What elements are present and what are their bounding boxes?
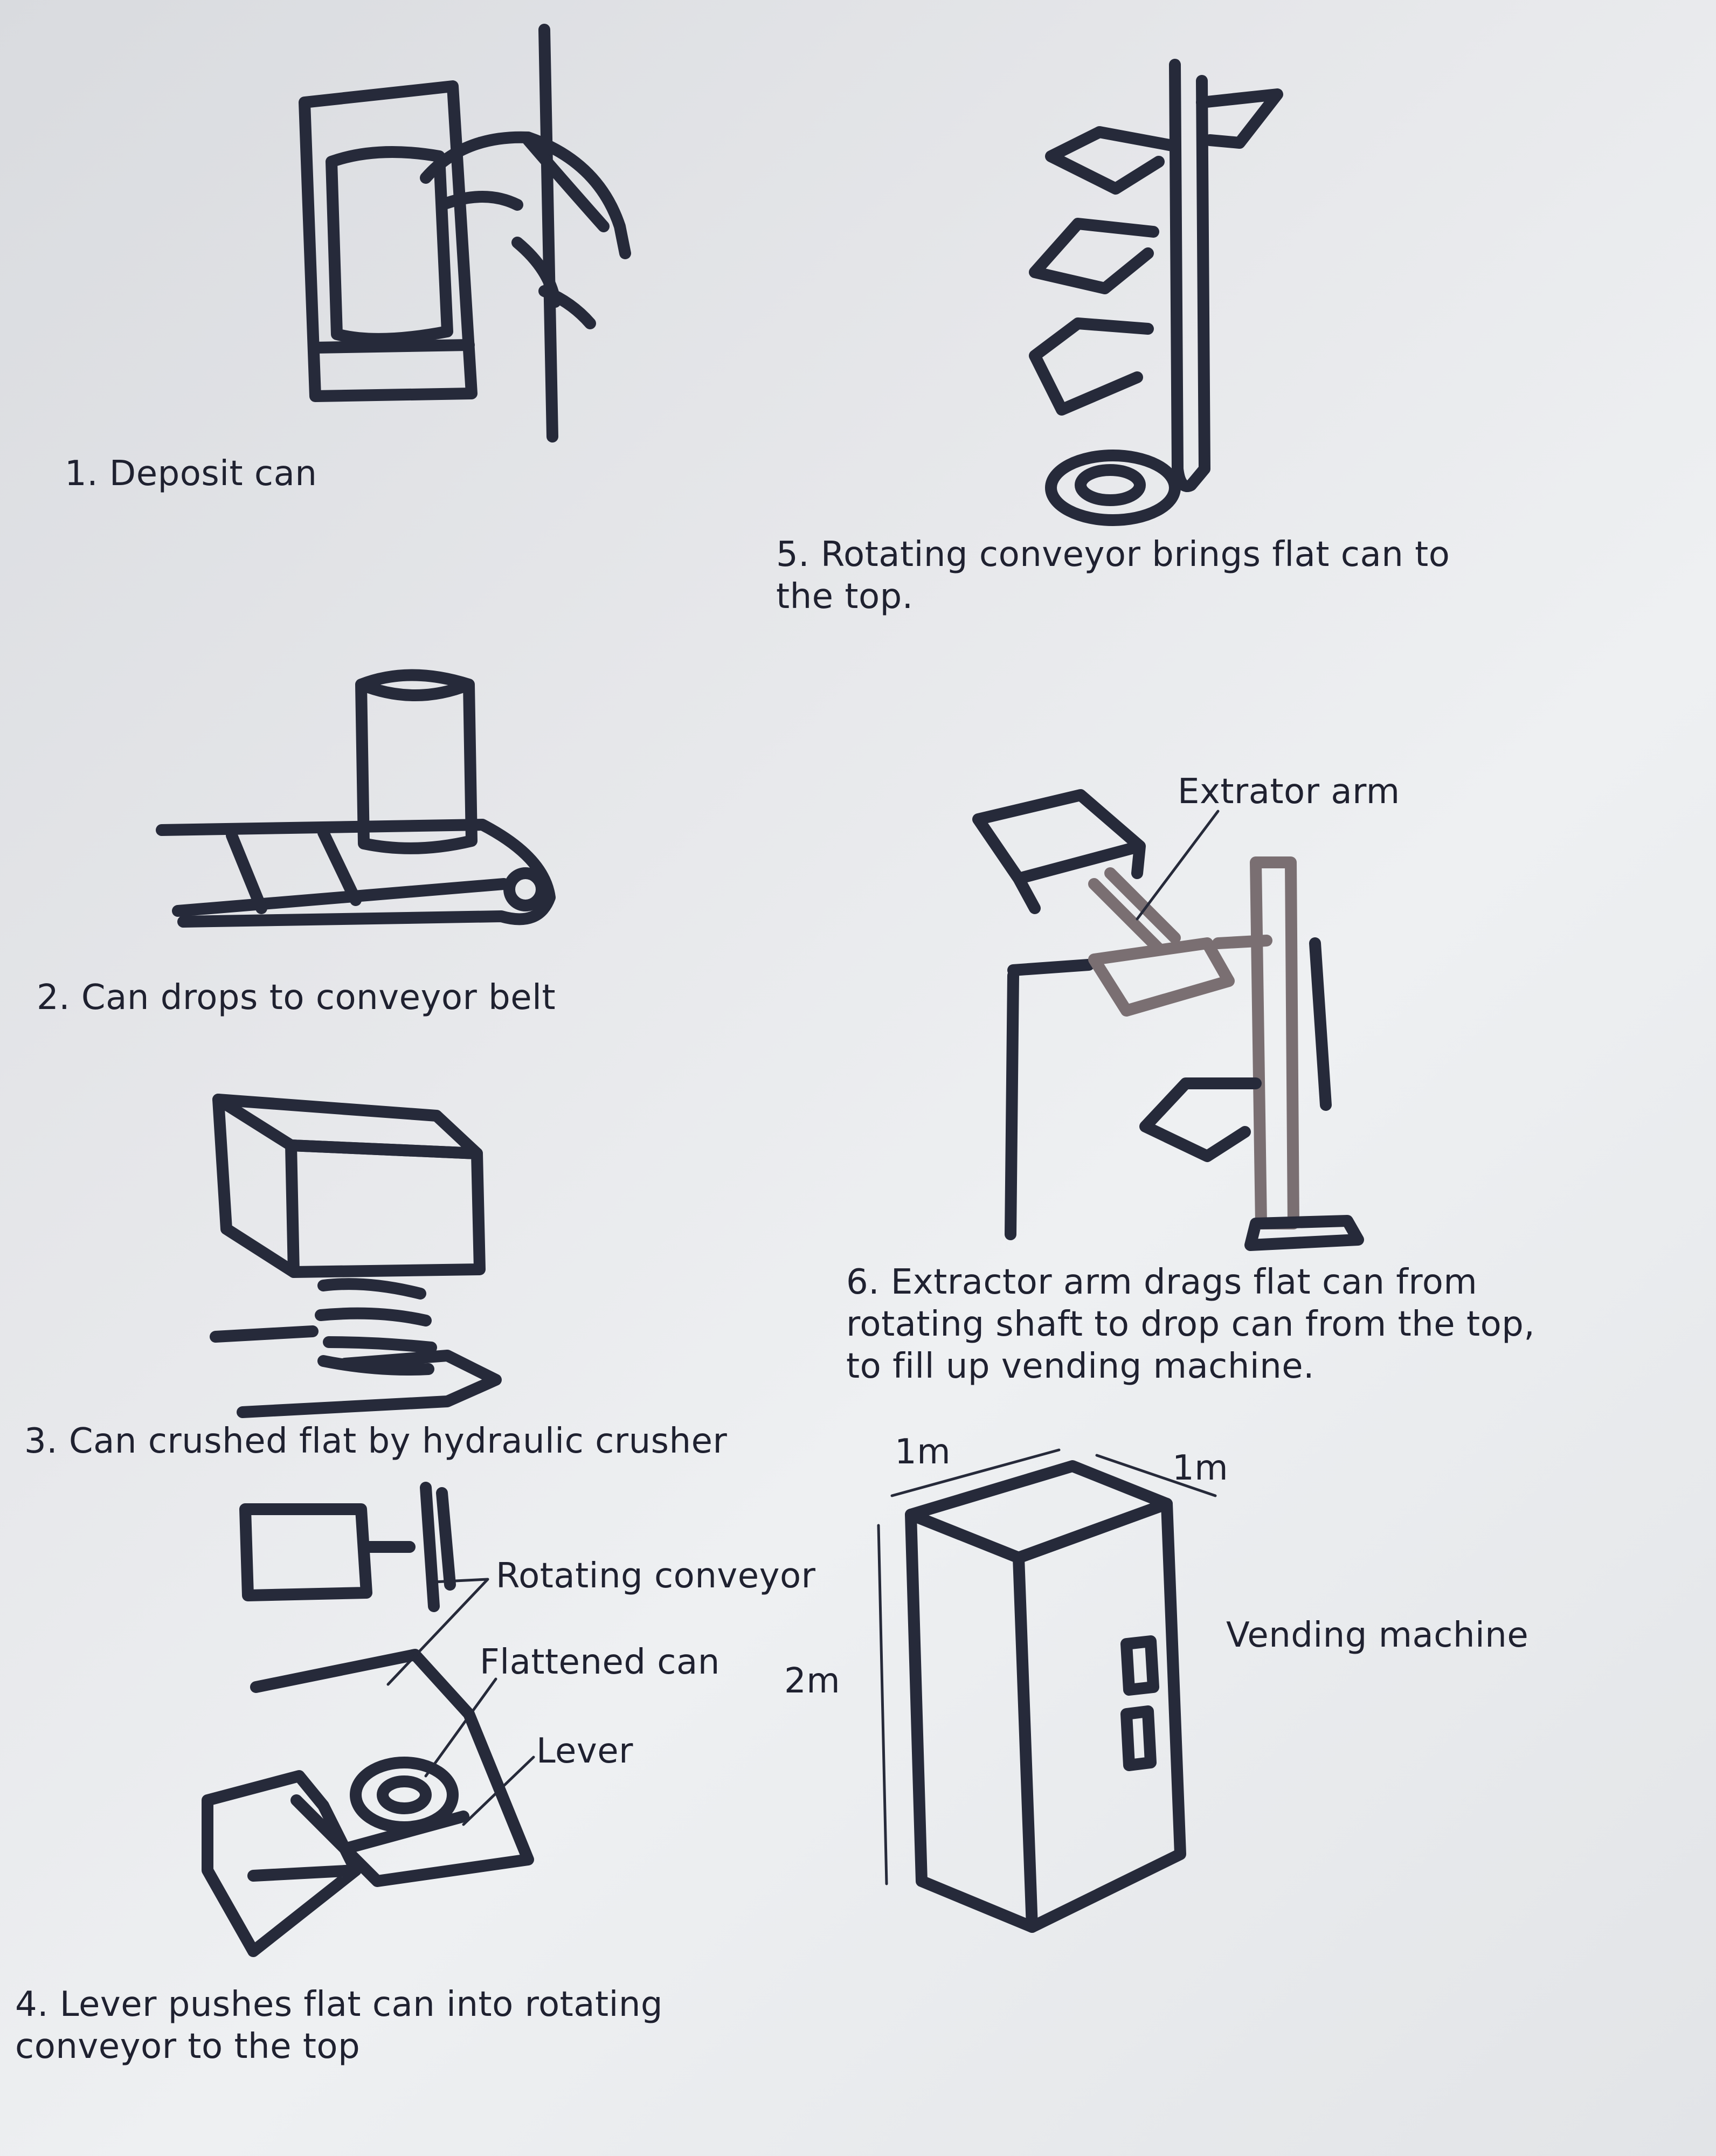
machine-outline bbox=[1005, 959, 1095, 1240]
right-rail bbox=[1309, 937, 1332, 1111]
top-paddle bbox=[1196, 88, 1283, 149]
extractor-arm bbox=[1088, 867, 1181, 955]
paddle-1 bbox=[1045, 126, 1178, 195]
lever-mechanism-sketch bbox=[202, 1482, 534, 1957]
height-dimension-line bbox=[877, 1524, 888, 1885]
extractor-arm-sketch bbox=[972, 789, 1364, 1251]
extractor-arm-leader bbox=[1136, 810, 1220, 921]
rotating-conveyor-sketch bbox=[1029, 59, 1283, 526]
flat-can-tray bbox=[1088, 937, 1235, 1017]
lever-block bbox=[202, 1770, 362, 1957]
crusher-block-side bbox=[212, 1094, 300, 1278]
depth-dimension: 1m bbox=[1172, 1448, 1229, 1488]
flat-can-on-drum bbox=[1075, 464, 1146, 506]
vending-side bbox=[905, 1509, 1038, 1933]
lever-label: Lever bbox=[536, 1731, 633, 1771]
crusher-base bbox=[210, 1325, 502, 1418]
lever-arm bbox=[339, 1811, 469, 1855]
dispense-slot bbox=[1120, 1705, 1157, 1771]
paddle-3 bbox=[1029, 317, 1154, 416]
deposit-can-sketch bbox=[299, 24, 631, 443]
step-4-caption: 4. Lever pushes flat can into rotating c… bbox=[15, 1985, 663, 2067]
tray-link bbox=[1212, 935, 1272, 949]
step-1-caption: 1. Deposit can bbox=[65, 454, 317, 494]
step-6-caption: 6. Extractor arm drags flat can from rot… bbox=[846, 1262, 1535, 1386]
leader-lines bbox=[386, 810, 1220, 1826]
width-dimension: 1m bbox=[895, 1432, 951, 1472]
conveyor-belt-sketch bbox=[156, 669, 556, 928]
vending-front bbox=[1013, 1498, 1186, 1933]
step-5-caption: 5. Rotating conveyor brings flat can to … bbox=[776, 535, 1450, 617]
flattened-can bbox=[250, 1649, 534, 1887]
width-dimension-line bbox=[890, 1448, 1061, 1497]
vending-machine-label: Vending machine bbox=[1226, 1615, 1529, 1655]
deposited-can bbox=[326, 146, 453, 345]
belt-top-run bbox=[156, 819, 556, 928]
depth-dimension-line bbox=[1095, 1454, 1217, 1497]
rotating-conveyor-leader bbox=[386, 1578, 489, 1686]
flattened-can-leader bbox=[424, 1677, 497, 1778]
shaft-base bbox=[1244, 1215, 1364, 1251]
bottom-drum bbox=[1045, 450, 1181, 526]
rotating-conveyor-label: Rotating conveyor bbox=[496, 1556, 816, 1596]
lever-leader bbox=[462, 1756, 535, 1826]
crusher-spring bbox=[315, 1278, 437, 1376]
paddle-2 bbox=[1029, 218, 1159, 294]
upper-paddle bbox=[239, 1503, 372, 1601]
flat-can-ring-inner bbox=[377, 1775, 432, 1814]
rotating-shaft bbox=[1250, 856, 1299, 1229]
machine-edge bbox=[538, 24, 558, 443]
belt-roller bbox=[503, 867, 548, 911]
conveyor-shaft bbox=[1169, 59, 1210, 492]
height-dimension: 2m bbox=[784, 1661, 841, 1701]
rotating-conveyor-shaft bbox=[420, 1482, 456, 1612]
coin-slot bbox=[1120, 1635, 1159, 1696]
flattened-can-label: Flattened can bbox=[480, 1642, 720, 1682]
hand-icon bbox=[420, 131, 631, 329]
vending-machine-sketch bbox=[905, 1460, 1186, 1933]
hydraulic-crusher-sketch bbox=[210, 1094, 502, 1418]
extractor-housing bbox=[972, 789, 1146, 914]
lower-paddle bbox=[1139, 1077, 1262, 1162]
standing-can bbox=[355, 669, 478, 854]
step-2-caption: 2. Can drops to conveyor belt bbox=[37, 978, 556, 1018]
dimension-lines bbox=[877, 1448, 1217, 1885]
belt-segments bbox=[226, 827, 362, 914]
deposit-slot-frame bbox=[299, 80, 478, 402]
belt-lower-run bbox=[172, 878, 510, 917]
extractor-arm-label: Extrator arm bbox=[1178, 772, 1400, 812]
deposit-slot-ledge bbox=[309, 339, 475, 354]
crusher-block-front bbox=[285, 1139, 486, 1278]
step-3-caption: 3. Can crushed flat by hydraulic crusher bbox=[24, 1421, 728, 1461]
